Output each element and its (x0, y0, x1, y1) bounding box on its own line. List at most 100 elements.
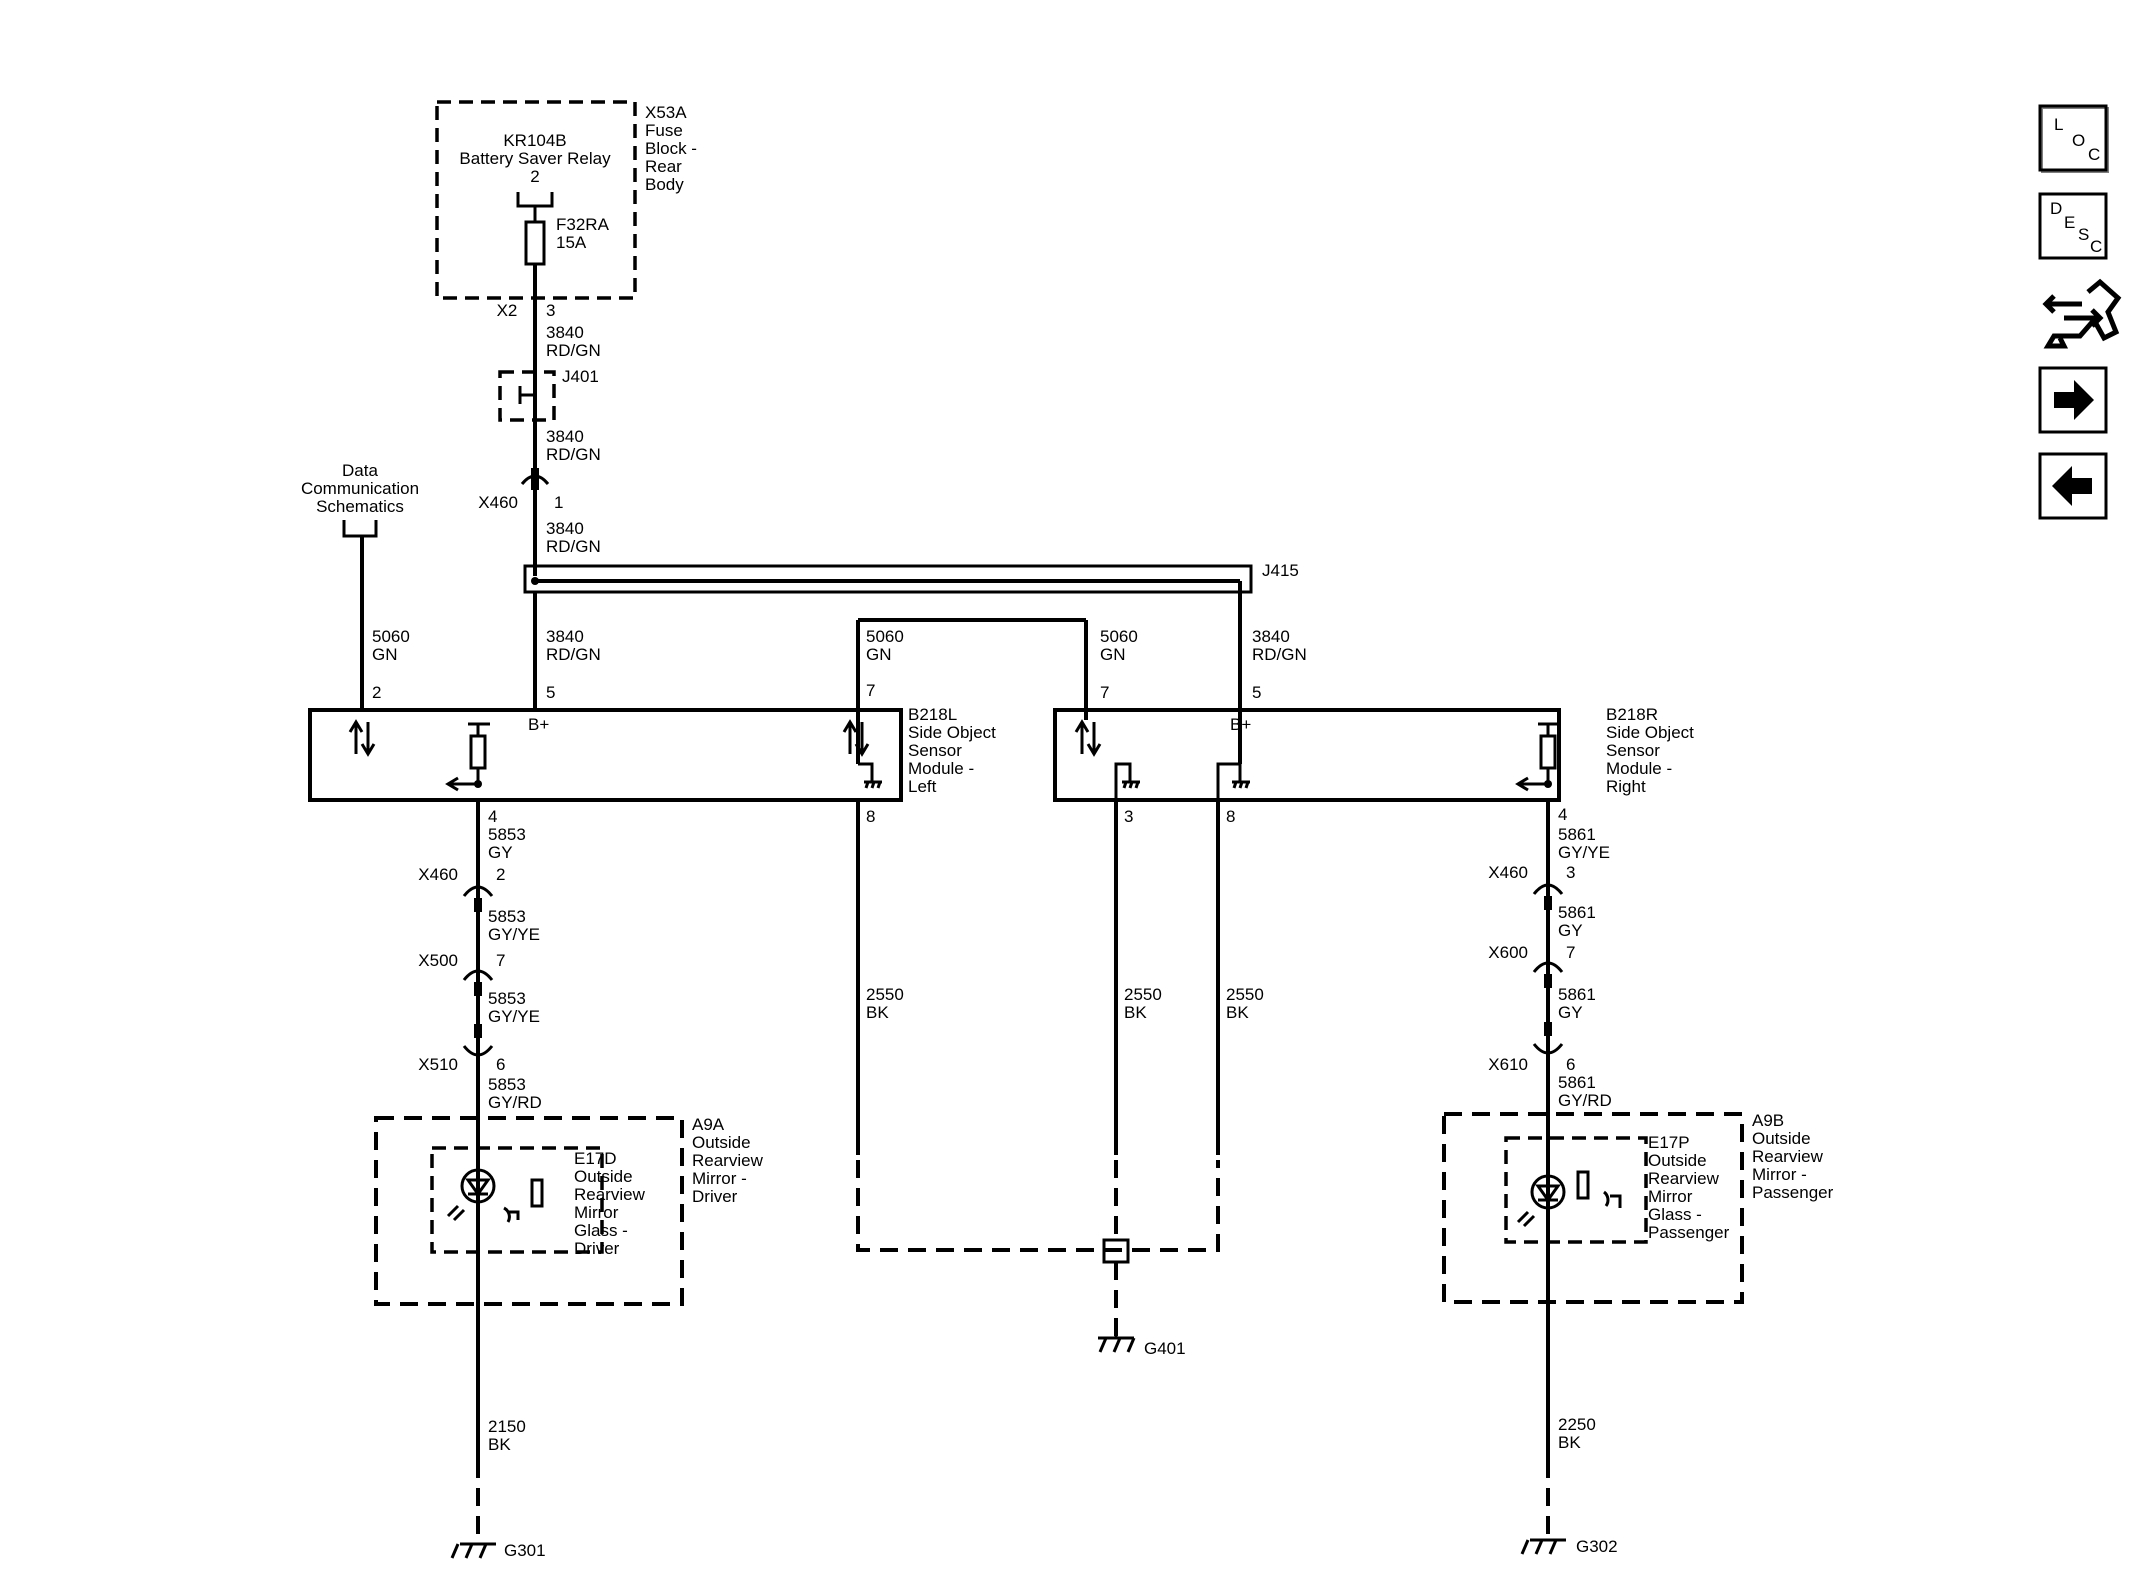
mirror-a9b-label: A9B Outside Rearview Mirror - Passenger (1752, 1111, 1834, 1202)
left-w1-color: GY (488, 843, 513, 862)
right-module-label: B218R Side Object Sensor Module - Right (1606, 705, 1694, 796)
mirror-sensor-icon (503, 1178, 544, 1223)
fuse-out-pin: 3 (546, 301, 555, 320)
svg-text:Rearview: Rearview (1648, 1169, 1720, 1188)
data-comm-link[interactable]: Data Communication Schematics (301, 461, 419, 516)
svg-text:Right: Right (1606, 777, 1646, 796)
svg-text:Data: Data (342, 461, 378, 480)
svg-text:Glass -: Glass - (1648, 1205, 1702, 1224)
left-wire-5060r-num: 5060 (866, 627, 904, 646)
fuse-rating: 15A (556, 233, 587, 252)
left-wire-5060r-color: GN (866, 645, 892, 664)
data-arrows-icon (842, 719, 870, 757)
gnd-wire-l8-num: 2550 (866, 985, 904, 1004)
connector-icon (1532, 1022, 1564, 1055)
svg-text:D: D (2050, 199, 2062, 218)
desc-button[interactable]: D E S C (2038, 192, 2108, 260)
gnd-wire-r3-num: 2550 (1124, 985, 1162, 1004)
mirror-glass-e17d (430, 1146, 604, 1254)
wire-3840a-num: 3840 (546, 323, 584, 342)
left-w2-num: 5853 (488, 907, 526, 926)
svg-text:Schematics: Schematics (316, 497, 404, 516)
svg-text:B218L: B218L (908, 705, 957, 724)
svg-text:Sensor: Sensor (908, 741, 962, 760)
left-conn3: X510 (418, 1055, 458, 1074)
right-w3-color: GY (1558, 1003, 1583, 1022)
left-w2-color: GY/YE (488, 925, 540, 944)
mirror-a9b (1442, 1112, 1744, 1304)
svg-text:Module -: Module - (908, 759, 974, 778)
left-conn2: X500 (418, 951, 458, 970)
left-module-label: B218L Side Object Sensor Module - Left (908, 705, 996, 796)
svg-text:O: O (2072, 131, 2085, 150)
splice-pin-icon (518, 386, 535, 404)
svg-text:Rearview: Rearview (574, 1185, 646, 1204)
ground-g302: G302 (1576, 1537, 1618, 1556)
mirror-a9a (374, 1116, 684, 1306)
left-pin-8: 8 (866, 807, 875, 826)
svg-text:Outside: Outside (692, 1133, 751, 1152)
wire-3840b-color: RD/GN (546, 445, 601, 464)
left-wire-5060-num: 5060 (372, 627, 410, 646)
left-pin-2: 2 (372, 683, 381, 702)
module-ground-icon (1114, 762, 1140, 800)
svg-text:Left: Left (908, 777, 937, 796)
relay-pin: 2 (530, 167, 539, 186)
wire-3840c-num: 3840 (546, 519, 584, 538)
svg-text:Fuse: Fuse (645, 121, 683, 140)
left-w4-color: GY/RD (488, 1093, 542, 1112)
ground-icon (1098, 1326, 1136, 1353)
ground-icon (450, 1542, 496, 1559)
svg-text:Outside: Outside (574, 1167, 633, 1186)
right-pin-4: 4 (1558, 805, 1567, 824)
right-conn3-pin: 6 (1566, 1055, 1575, 1074)
svg-text:X53A: X53A (645, 103, 687, 122)
svg-text:Mirror -: Mirror - (1752, 1165, 1807, 1184)
right-conn1-pin: 3 (1566, 863, 1575, 882)
svg-text:Driver: Driver (692, 1187, 738, 1206)
connector-icon (462, 969, 494, 996)
mirror-a9a-label: A9A Outside Rearview Mirror - Driver (692, 1115, 764, 1206)
fuse-name: F32RA (556, 215, 610, 234)
left-conn2-pin: 7 (496, 951, 505, 970)
right-pin-7: 7 (1100, 683, 1109, 702)
ground-harness-dashed (856, 1160, 1220, 1252)
loc-button[interactable]: L O C (2038, 104, 2109, 173)
wire-3840c-color: RD/GN (546, 537, 601, 556)
gnd-wire-l8-color: BK (866, 1003, 889, 1022)
right-wire-5060-num: 5060 (1100, 627, 1138, 646)
left-conn3-pin: 6 (496, 1055, 505, 1074)
relay-contact-icon (516, 192, 554, 222)
fuse-block-label: X53A Fuse Block - Rear Body (645, 103, 697, 194)
svg-text:A9A: A9A (692, 1115, 725, 1134)
mirror-glass-e17p-label: E17P Outside Rearview Mirror Glass - Pas… (1648, 1133, 1730, 1242)
right-wire-5060-color: GN (1100, 645, 1126, 664)
svg-text:Mirror: Mirror (1648, 1187, 1693, 1206)
connector-icon (462, 1024, 494, 1057)
module-ground-icon (858, 762, 882, 789)
left-w1-num: 5853 (488, 825, 526, 844)
right-wire-3840-color: RD/GN (1252, 645, 1307, 664)
right-gnd-wire-num: 2250 (1558, 1415, 1596, 1434)
right-conn1: X460 (1488, 863, 1528, 882)
arrow-left-icon[interactable] (2038, 452, 2108, 520)
mirror-sensor-icon (1576, 1170, 1622, 1208)
svg-text:Side Object: Side Object (908, 723, 996, 742)
connector-icon (1532, 961, 1564, 988)
svg-text:A9B: A9B (1752, 1111, 1784, 1130)
svg-text:S: S (2078, 225, 2089, 244)
pullup-resistor-icon (445, 722, 490, 792)
left-pin-5: 5 (546, 683, 555, 702)
svg-text:Module -: Module - (1606, 759, 1672, 778)
left-conn1: X460 (418, 865, 458, 884)
left-pin-7: 7 (866, 681, 875, 700)
left-pin-4: 4 (488, 807, 497, 826)
arrow-right-icon[interactable] (2038, 366, 2108, 434)
module-b218l (308, 708, 903, 802)
splice-j415-label: J415 (1262, 561, 1299, 580)
connector-tool-icon[interactable] (2042, 278, 2122, 349)
svg-text:E17D: E17D (574, 1149, 617, 1168)
fuse-icon (524, 220, 546, 266)
right-w3-num: 5861 (1558, 985, 1596, 1004)
